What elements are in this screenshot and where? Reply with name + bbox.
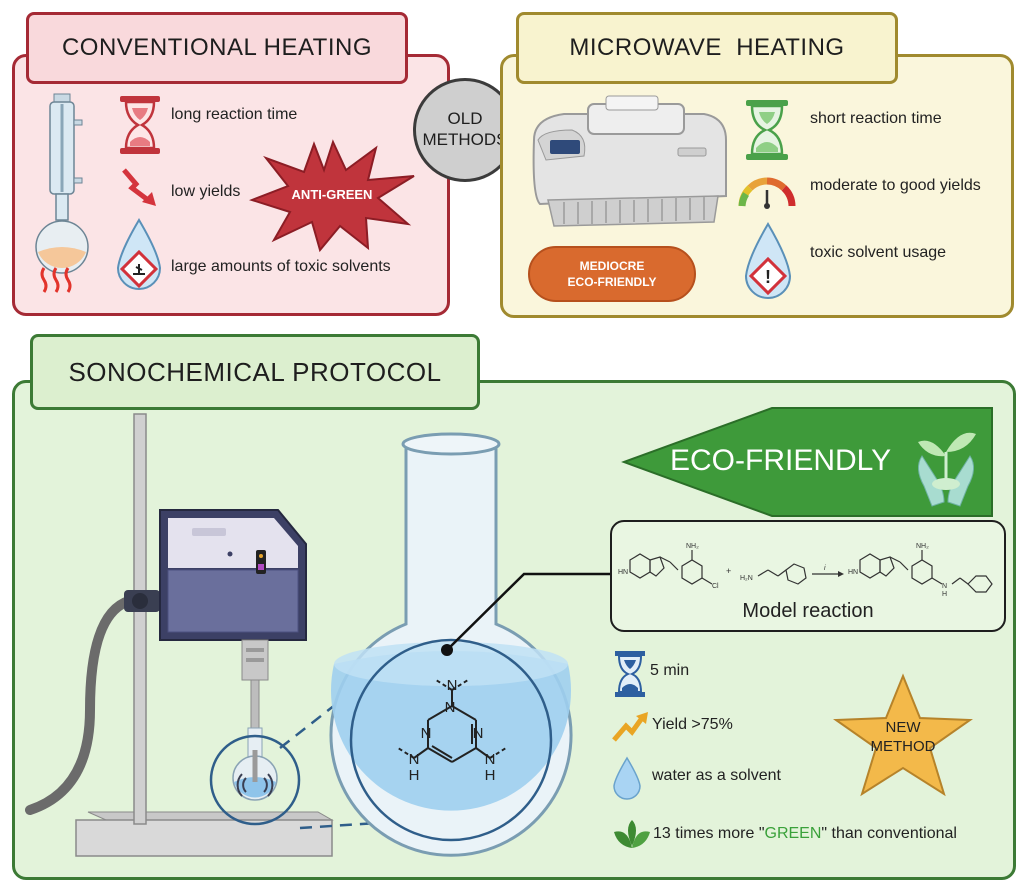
eco-friendly-banner [621,407,993,517]
svg-text:Cl: Cl [712,583,719,590]
warning-drop-icon: ! [744,222,792,299]
model-reaction-box [610,520,1006,632]
conventional-heating-title: CONVENTIONAL HEATING [26,12,408,84]
ultrasonic-homogenizer-icon [25,413,334,857]
hourglass-icon [746,100,788,160]
svg-text:HN: HN [618,569,628,576]
water-drop-icon [613,756,641,800]
svg-text:H: H [409,767,420,784]
result-yield: Yield >75% [652,716,733,733]
result-green-word: GREEN [764,825,822,842]
trend-down-icon [122,168,156,206]
svg-text:N: N [421,725,432,742]
new-method-star [832,673,974,797]
conventional-item-1: long reaction time [171,106,298,123]
anti-green-burst [248,139,415,253]
mediocre-eco-friendly-badge [528,246,696,302]
model-reaction-scheme: NH₂ HN Cl + H₂N i NH₂ HN N H [618,543,993,598]
hourglass-icon [615,651,645,697]
conventional-item-3: large amounts of toxic solvents [171,258,391,275]
svg-text:N: N [445,699,456,716]
microwave-heating-title: MICROWAVE HEATING [516,12,898,84]
new-method-label: NEW METHOD [870,719,936,755]
svg-text:H: H [942,591,947,598]
svg-text:i: i [824,565,826,572]
svg-text:!: ! [765,267,771,287]
svg-text:N: N [409,751,420,768]
svg-text:H₂N: H₂N [740,575,753,582]
old-methods-circle [413,78,517,182]
result-green-post: " than conventional [821,825,957,842]
round-bottom-flask-icon [329,432,573,857]
microwave-item-2: moderate to good yields [810,177,981,194]
eco-friendly-label: ECO-FRIENDLY [670,444,892,477]
microwave-item-1: short reaction time [810,110,942,127]
reflux-apparatus-icon [35,93,89,293]
old-methods-label: OLD METHODS [422,109,508,149]
result-green: 13 times more "GREEN" than conventional [653,825,957,843]
leaf-icon [614,820,650,848]
result-green-pre: 13 times more " [653,825,765,842]
conventional-item-2: low yields [171,183,241,200]
result-solvent: water as a solvent [652,767,781,784]
svg-text:N: N [473,725,484,742]
triazine-structure: N N N N N N H H [397,677,507,784]
svg-text:N: N [942,583,947,590]
svg-text:NH₂: NH₂ [916,543,929,550]
microwave-reactor-icon [532,95,727,227]
microwave-item-3: toxic solvent usage [810,244,947,261]
model-reaction-label: Model reaction [742,600,874,622]
svg-text:N: N [485,751,496,768]
sonochemical-title: SONOCHEMICAL PROTOCOL [30,334,480,410]
svg-text:H: H [485,767,496,784]
anti-green-label: ANTI-GREEN [291,187,373,202]
toxic-solvent-drop-icon [116,218,162,290]
svg-text:+: + [726,566,731,576]
result-time: 5 min [650,662,690,679]
svg-text:N: N [447,677,458,694]
trend-up-icon [612,712,648,742]
gauge-icon [738,177,796,209]
hourglass-icon [120,96,160,154]
svg-text:HN: HN [848,569,858,576]
svg-text:NH₂: NH₂ [686,543,699,550]
mediocre-eco-friendly-label: MEDIOCRE ECO-FRIENDLY [567,259,657,289]
